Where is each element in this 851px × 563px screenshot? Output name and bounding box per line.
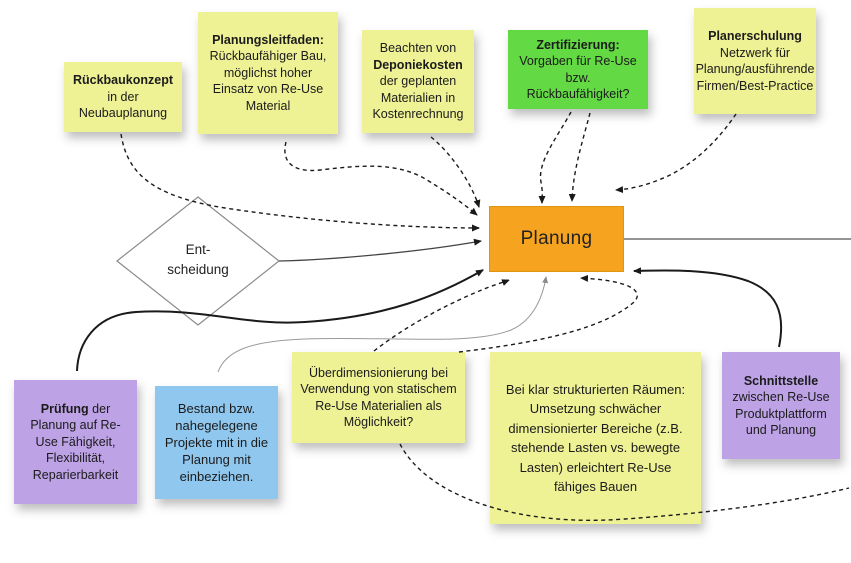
central-node-planung[interactable]: Planung: [489, 206, 624, 272]
connector-rueckbaukonzept-planung: [120, 133, 480, 232]
note-pruefung[interactable]: Prüfung der Planung auf Re-Use Fähigkeit…: [14, 380, 137, 504]
connector-entscheidung-planung: [278, 238, 482, 262]
decision-label-line2: scheidung: [167, 261, 229, 277]
connector-zertifizierung-planung-1: [538, 111, 572, 204]
note-planungsleitfaden[interactable]: Planungsleitfaden:Rückbaufähiger Bau, mö…: [198, 12, 338, 134]
note-text: Prüfung der Planung auf Re-Use Fähigkeit…: [30, 401, 121, 482]
decision-label-line1: Ent-: [185, 242, 211, 257]
note-text: Bei klar strukturierten Räumen: Umsetzun…: [505, 381, 686, 495]
connector-bei-klar-planung: [458, 274, 638, 353]
connector-ueberdimensionierung-planung: [373, 279, 510, 352]
note-text: Planungsleitfaden:Rückbaufähiger Bau, mö…: [209, 32, 327, 113]
connector-zertifizierung-planung-2: [568, 112, 591, 202]
note-bei-klar-strukturierten[interactable]: Bei klar strukturierten Räumen: Umsetzun…: [490, 352, 701, 524]
note-deponiekosten[interactable]: Beachten von Deponiekosten der geplanten…: [362, 30, 474, 133]
note-text: Zertifizierung:Vorgaben für Re-Use bzw. …: [519, 37, 637, 102]
note-bestand[interactable]: Bestand bzw. nahegelegene Projekte mit i…: [155, 386, 278, 499]
decision-node-label: Ent- scheidung: [148, 240, 248, 279]
connector-planungsleitfaden-planung: [284, 141, 478, 216]
note-text: Bestand bzw. nahegelegene Projekte mit i…: [164, 400, 269, 485]
connector-schnittstelle-planung: [633, 267, 783, 348]
note-text: Beachten von Deponiekosten der geplanten…: [372, 41, 464, 122]
connector-planerschulung-planung: [615, 113, 737, 194]
note-ueberdimensionierung[interactable]: Überdimensionierung bei Verwendung von s…: [292, 352, 465, 443]
connector-deponiekosten-planung: [430, 136, 481, 208]
note-zertifizierung[interactable]: Zertifizierung:Vorgaben für Re-Use bzw. …: [508, 30, 648, 109]
central-node-label: Planung: [520, 228, 593, 249]
note-text: Überdimensionierung bei Verwendung von s…: [300, 365, 457, 430]
